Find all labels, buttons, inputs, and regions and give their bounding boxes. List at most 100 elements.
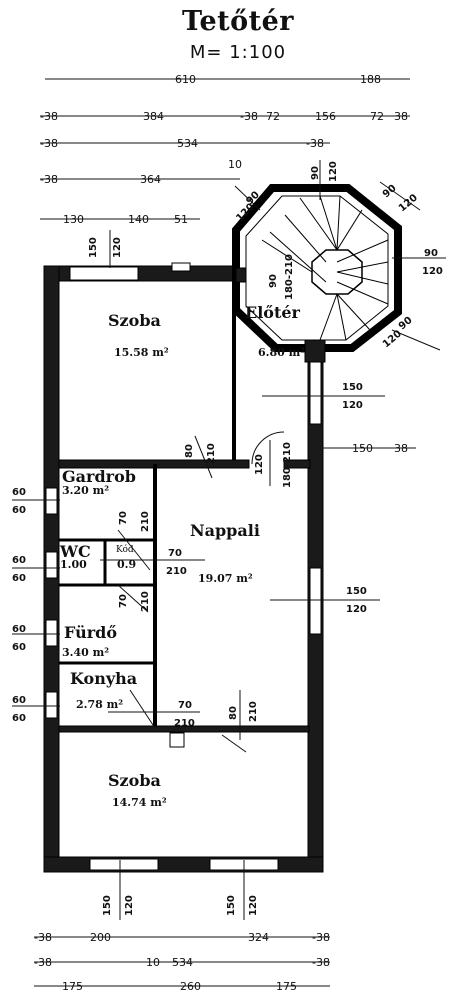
dim-row4-c: 10 xyxy=(228,158,242,171)
left-dim-4b: 60 xyxy=(12,713,26,724)
room-wc-name: WC xyxy=(59,542,91,561)
elotr-window-b: 120 xyxy=(342,400,363,411)
door-szoba2-a: 80 xyxy=(228,706,239,720)
stair-dim-5b: 120 xyxy=(381,328,404,350)
left-dim-1a: 60 xyxy=(12,487,26,498)
bdim-row3-c: 175 xyxy=(276,980,297,993)
room-szoba-1-name: Szoba xyxy=(108,311,161,330)
bdim-row1-c: 324 xyxy=(248,931,269,944)
room-kod-area: 0.9 xyxy=(117,558,136,571)
door-furdo-b: 210 xyxy=(140,591,151,612)
stair-dim-3a: 90 xyxy=(381,183,399,200)
door-konyha-a: 70 xyxy=(178,700,192,711)
room-szoba-2-area: 14.74 m² xyxy=(112,796,167,809)
wall-mid-bottom xyxy=(58,725,310,733)
dim-row5-c: 51 xyxy=(174,213,188,226)
room-elotr-area: 6.80 m² xyxy=(258,346,305,359)
room-szoba-2-name: Szoba xyxy=(108,771,161,790)
dim-row4-b: 364 xyxy=(140,173,161,186)
stair-dim-2a: 90 xyxy=(310,166,321,180)
room-gardrob-area: 3.20 m² xyxy=(62,484,109,497)
room-wc-area: 1.00 xyxy=(60,558,87,571)
dim-row3-b: 534 xyxy=(177,137,198,150)
bdim-row2-a: -38 xyxy=(34,956,52,969)
door-wc-a: 70 xyxy=(118,511,129,525)
right-window-1 xyxy=(309,361,322,425)
left-window-3 xyxy=(45,619,58,647)
bdim-row2-c: 534 xyxy=(172,956,193,969)
room-elotr-name: Előtér xyxy=(245,303,301,322)
bottom-window-2a: 150 xyxy=(226,895,237,916)
left-window-2 xyxy=(45,551,58,579)
dim-row2-b: 384 xyxy=(143,110,164,123)
room-furdo-name: Fürdő xyxy=(64,623,117,642)
nappali-window-a: 150 xyxy=(346,586,367,597)
chimney-top xyxy=(171,262,191,272)
left-dim-2b: 60 xyxy=(12,573,26,584)
stair-dim-5a: 90 xyxy=(397,315,415,332)
bottom-dimension-lines: -38 200 324 -38 -38 10 534 -38 175 260 1… xyxy=(34,931,330,993)
chimney-bottom xyxy=(169,732,185,748)
bdim-row3-a: 175 xyxy=(62,980,83,993)
room-szoba-1-area: 15.58 m² xyxy=(114,346,169,359)
bottom-window-1a: 150 xyxy=(102,895,113,916)
left-dim-1b: 60 xyxy=(12,505,26,516)
door-furdo-a: 70 xyxy=(118,594,129,608)
nappali-window-b: 120 xyxy=(346,604,367,615)
stair-door-b: 180-210 xyxy=(284,254,295,300)
room-konyha-name: Konyha xyxy=(70,669,137,688)
left-window-4 xyxy=(45,691,58,719)
door-kod-b: 210 xyxy=(166,566,187,577)
door-wc-b: 210 xyxy=(140,511,151,532)
dim-row2-f: 72 xyxy=(370,110,384,123)
top-dimension-lines: 610 188 -38 384 -38 72 156 72 38 -38 534… xyxy=(40,73,410,226)
stair-dim-4b: 120 xyxy=(422,266,443,277)
right-dim-a: 150 xyxy=(352,442,373,455)
bottom-window-1b: 120 xyxy=(124,895,135,916)
bdim-row1-a: -38 xyxy=(34,931,52,944)
plan-title: Tetőtér xyxy=(181,6,295,37)
wall-bottom xyxy=(43,856,324,873)
door-nappali-b: 180-210 xyxy=(282,442,293,488)
dim-row5-a: 130 xyxy=(63,213,84,226)
dim-row5-b: 140 xyxy=(128,213,149,226)
door-szoba-a: 80 xyxy=(184,444,195,458)
stair-dim-4a: 90 xyxy=(424,248,438,259)
bdim-row1-b: 200 xyxy=(90,931,111,944)
window-top xyxy=(69,266,139,281)
dim-row2-e: 156 xyxy=(315,110,336,123)
dim-row3-a: -38 xyxy=(40,137,58,150)
dim-188: 188 xyxy=(360,73,381,86)
dim-610: 610 xyxy=(175,73,196,86)
room-furdo-area: 3.40 m² xyxy=(62,646,109,659)
room-nappali-name: Nappali xyxy=(190,521,260,540)
left-dim-2a: 60 xyxy=(12,555,26,566)
opening-dimensions: 150 120 150 120 150 38 80 210 120 180-21… xyxy=(12,230,416,920)
bdim-row1-d: -38 xyxy=(312,931,330,944)
door-szoba2-b: 210 xyxy=(248,701,259,722)
room-kod-name: Kód. xyxy=(116,544,137,555)
dim-row2-d: 72 xyxy=(266,110,280,123)
bdim-row2-b: 10 xyxy=(146,956,160,969)
stair-door-a: 90 xyxy=(268,274,279,288)
dim-row4-a: -38 xyxy=(40,173,58,186)
staircase: 90 120 90 120 90 120 90 120 90 180-210 9… xyxy=(232,160,446,352)
top-window-b: 120 xyxy=(112,237,123,258)
left-window-1 xyxy=(45,487,58,515)
right-window-2 xyxy=(309,567,322,635)
bottom-window-2b: 120 xyxy=(248,895,259,916)
plan-scale: M= 1:100 xyxy=(189,42,287,63)
bdim-row2-d: -38 xyxy=(312,956,330,969)
top-window-a: 150 xyxy=(88,237,99,258)
door-konyha-b: 210 xyxy=(174,718,195,729)
left-dim-3a: 60 xyxy=(12,624,26,635)
bdim-row3-b: 260 xyxy=(180,980,201,993)
door-kod-a: 70 xyxy=(168,548,182,559)
dim-row2-g: 38 xyxy=(394,110,408,123)
room-nappali-area: 19.07 m² xyxy=(198,572,253,585)
room-labels: Szoba 15.58 m² Előtér 6.80 m² Gardrob 3.… xyxy=(59,303,305,809)
room-konyha-area: 2.78 m² xyxy=(76,698,123,711)
left-dim-4a: 60 xyxy=(12,695,26,706)
stair-dim-2b: 120 xyxy=(328,161,339,182)
left-dim-3b: 60 xyxy=(12,642,26,653)
